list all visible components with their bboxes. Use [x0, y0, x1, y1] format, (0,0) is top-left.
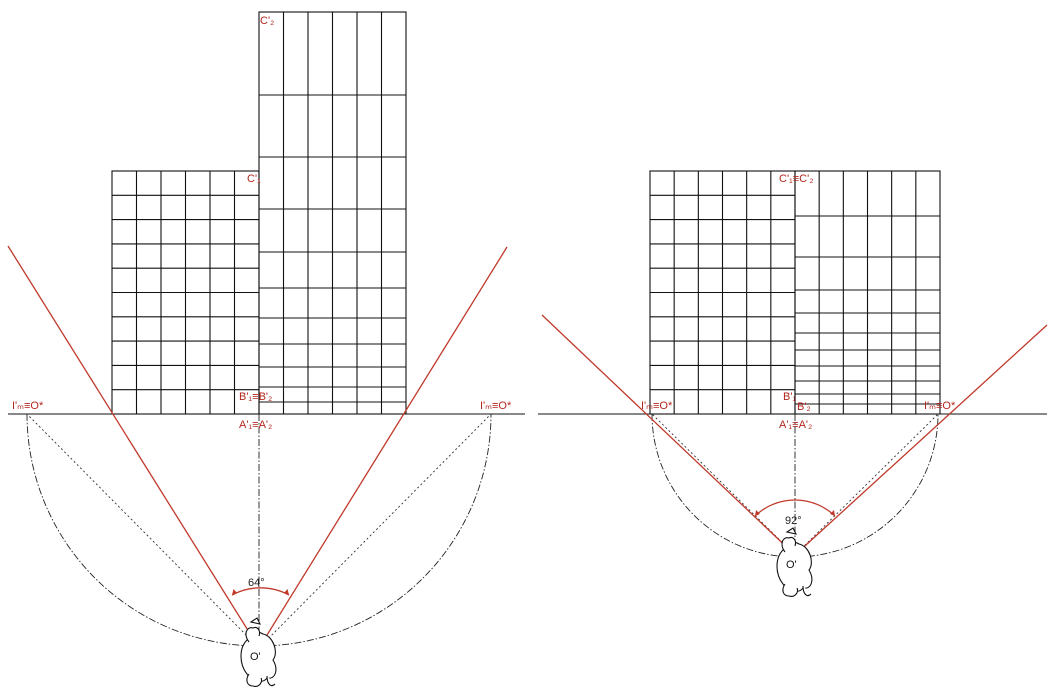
- arrow-head-right: [830, 510, 835, 516]
- observer-label: O': [250, 651, 261, 663]
- dotted-line-left: [26, 413, 260, 649]
- view-angle-label: 64°: [248, 577, 265, 589]
- ray-left: [541, 314, 796, 556]
- angle-arc: [754, 499, 836, 517]
- label-b2: B'₂: [797, 401, 811, 413]
- label-a: A'₁≡A'₂: [239, 419, 272, 431]
- dotted-line-right: [258, 413, 492, 649]
- label-b: B'₁≡B'₂: [239, 391, 272, 403]
- label-vanishing-right: I'ₘ≡O*: [924, 400, 956, 412]
- angle-arc: [231, 587, 290, 596]
- observer-figure: [240, 617, 277, 687]
- ray-right: [258, 246, 508, 649]
- view-angle-label: 92°: [785, 515, 802, 527]
- building-facade-grid: [111, 11, 407, 415]
- building-facade-grid: [649, 170, 941, 415]
- panel-right: 92° O' C'₁≡C'₂ B'₁ B'₂ A'₁≡A'₂ I'ₘ≡O* I'…: [538, 170, 1048, 597]
- arrow-head-right: [284, 589, 289, 595]
- label-c: C'₁≡C'₂: [779, 173, 814, 185]
- label-a: A'₁≡A'₂: [779, 419, 812, 431]
- label-c1: C'₁: [247, 173, 261, 185]
- observer-figure: [776, 527, 813, 597]
- panel-left: 64° O' C'₂ C'₁ B'₁≡B'₂ A'₁≡A'₂ I'ₘ≡O* I'…: [7, 11, 525, 687]
- ray-left: [7, 245, 260, 649]
- dotted-line-right: [794, 413, 939, 556]
- arrow-head-left: [232, 589, 237, 595]
- observer-label: O': [786, 559, 797, 571]
- label-vanishing-right: I'ₘ≡O*: [480, 400, 512, 412]
- label-c2: C'₂: [260, 15, 274, 27]
- ray-right: [794, 324, 1048, 556]
- label-b1: B'₁: [783, 391, 796, 403]
- arrow-head-left: [755, 510, 760, 516]
- vanishing-circle-arc: [651, 413, 939, 558]
- label-vanishing-left: I'ₘ≡O*: [641, 400, 673, 412]
- label-vanishing-left: I'ₘ≡O*: [12, 400, 44, 412]
